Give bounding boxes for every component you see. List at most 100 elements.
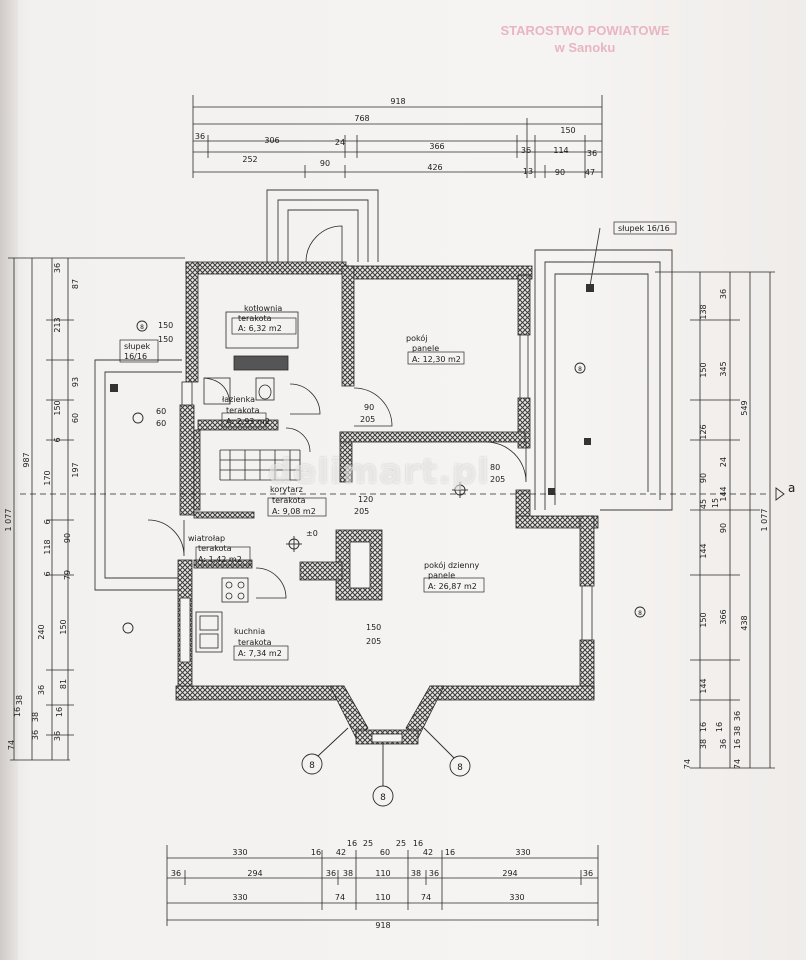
stair-steps	[219, 449, 301, 481]
dim-right-inner-38: 38	[733, 726, 742, 736]
columns	[110, 284, 594, 495]
right-dimension-values: 1 077 549 438 36 138 345 150 126 24 90 1…	[683, 289, 769, 769]
dim-bot-r2-6: 38	[411, 869, 421, 878]
dim-right-36b: 36	[719, 739, 728, 749]
dim-right-inner-16b: 16	[733, 739, 742, 749]
dim-right-45: 45	[699, 499, 708, 509]
watermark: delimart.pl	[268, 452, 491, 492]
dim-top-r3-5: 36	[521, 146, 531, 155]
room-kuchnia-area: A: 7,34 m2	[238, 649, 282, 658]
dim-right-38: 38	[699, 739, 708, 749]
opening-120-205-h: 205	[354, 507, 369, 516]
dim-top-r2-1: 768	[354, 114, 369, 123]
top-dimension-lines	[192, 95, 603, 178]
windows	[179, 334, 593, 743]
dim-left-150b: 150	[59, 619, 68, 634]
room-texts: kotłownia terakota A: 6,32 m2 pokój pane…	[188, 304, 480, 658]
room-pokoj-dzienny-area: A: 26,87 m2	[428, 582, 477, 591]
wall-north-right	[345, 265, 533, 280]
room-pokoj-area: A: 12,30 m2	[412, 355, 461, 364]
dim-top-r4-2: 90	[320, 159, 330, 168]
dim-right-144c: 144	[699, 678, 708, 693]
dim-left-36b: 36	[37, 685, 46, 695]
dim-left-6c: 6	[43, 571, 52, 576]
dim-left-197: 197	[71, 462, 80, 477]
dim-top-r3-6: 114	[553, 146, 568, 155]
dim-bot-r2-5: 110	[375, 869, 390, 878]
dim-right-total: 1 077	[760, 509, 769, 532]
opening-150-205-w: 150	[366, 623, 381, 632]
dim-bot-r1-5: 25	[363, 839, 373, 848]
wall-east-upper-a	[517, 274, 531, 336]
window-tag-4: 8	[140, 324, 144, 331]
door-swings	[147, 225, 527, 599]
dim-top-r4-6: 47	[585, 168, 595, 177]
window-tag-values: 8 8 8 8 8 8	[140, 324, 642, 803]
dim-left-38: 38	[31, 712, 40, 722]
room-lazienka-finish: terakota	[226, 406, 260, 415]
room-korytarz-name: korytarz	[270, 485, 303, 494]
dim-top-r3-2: 306	[264, 136, 279, 145]
room-korytarz-finish: terakota	[272, 496, 306, 505]
dim-right-inner-74: 74	[733, 759, 742, 769]
dim-right-438: 438	[740, 615, 749, 630]
window-tag-5: 8	[578, 366, 582, 373]
opening-80-205-h: 205	[490, 475, 505, 484]
stamp-line-1: STAROSTWO POWIATOWE	[500, 23, 670, 38]
dim-right-150b: 150	[699, 612, 708, 627]
dim-bot-r1-2: 16	[311, 848, 321, 857]
dim-bot-r2-8: 294	[502, 869, 517, 878]
dim-right-inner-16: 16	[715, 722, 724, 732]
door-kitchen	[255, 567, 287, 599]
dim-top-r2-2: 150	[560, 126, 575, 135]
dim-right-366: 366	[719, 609, 728, 624]
room-label-boxes	[195, 317, 485, 661]
dim-top-r4-3: 426	[427, 163, 442, 172]
dim-bot-r2-3: 36	[326, 869, 336, 878]
dim-left-6a: 6	[53, 437, 62, 442]
office-stamp: STAROSTWO POWIATOWE w Sanoku	[470, 22, 700, 56]
window-tag-circles	[122, 320, 646, 807]
dim-top-r3-7: 36	[587, 149, 597, 158]
shower-tray	[203, 377, 231, 405]
wall-east-step-h	[515, 515, 599, 529]
dim-right-15: 15	[711, 498, 720, 508]
room-kuchnia-finish: terakota	[238, 638, 272, 647]
book-spine-shadow	[0, 0, 18, 960]
wall-interior-h1	[339, 431, 526, 443]
dim-top-r4-4: 13	[523, 167, 533, 176]
dim-right-345: 345	[719, 361, 728, 376]
dim-left-inner-36: 36	[53, 731, 62, 741]
terrace-outlines	[94, 189, 673, 591]
label-level: ±0	[306, 529, 318, 538]
dim-left-inner-16: 16	[55, 707, 64, 717]
dim-right-90b: 90	[719, 523, 728, 533]
dim-bot-r3-3: 110	[375, 893, 390, 902]
dim-bot-r1-9: 42	[423, 848, 433, 857]
wall-north-left	[185, 261, 347, 275]
dim-right-150a: 150	[699, 362, 708, 377]
dim-right-inner-36: 36	[733, 711, 742, 721]
bottom-dimension-values: 330 16 42 16 25 60 25 16 42 16 330 36 29…	[171, 839, 593, 930]
dim-left-118: 118	[43, 539, 52, 554]
dim-left-170: 170	[43, 470, 52, 485]
dim-left-60: 60	[71, 413, 80, 423]
opening-150-150-a-h: 150	[158, 335, 173, 344]
door-living	[485, 441, 527, 483]
column-labels: słupek 16/16 słupek 16/16 ±0	[119, 221, 677, 538]
dim-bot-r1-1: 330	[232, 848, 247, 857]
window-tag-3: 8	[457, 763, 463, 773]
opening-60-60-h: 60	[156, 419, 166, 428]
wall-east-lower-a	[579, 515, 595, 587]
dim-left-36c: 36	[31, 730, 40, 740]
room-pokoj-dzienny-name: pokój dzienny	[424, 560, 480, 570]
door-bathroom	[289, 383, 321, 415]
dim-bot-r1-7: 25	[396, 839, 406, 848]
room-kotlownia-area: A: 6,32 m2	[238, 324, 282, 333]
kitchen-sink	[195, 611, 223, 653]
opening-150-205-h: 205	[366, 637, 381, 646]
stove	[221, 577, 249, 603]
stamp-line-2: w Sanoku	[554, 40, 616, 55]
